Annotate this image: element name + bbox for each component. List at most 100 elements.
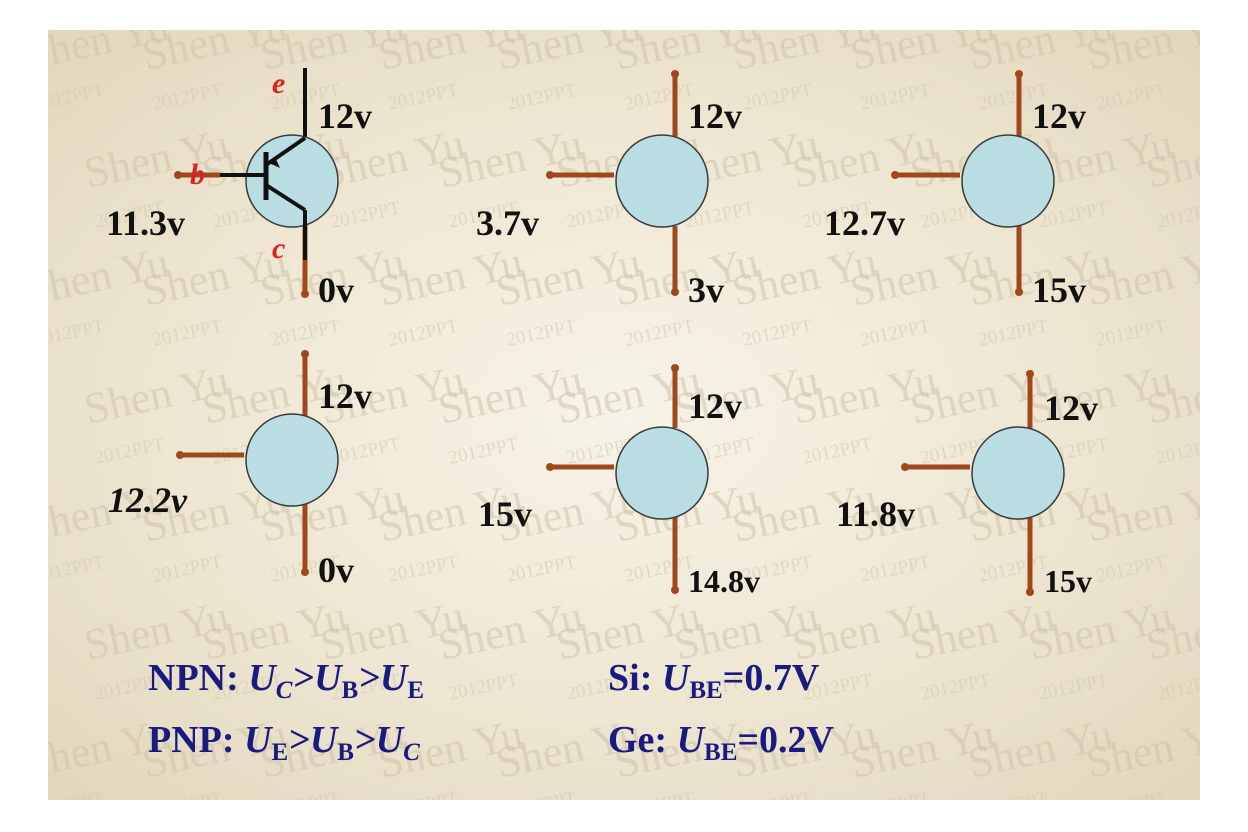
transistor-6: 12v 11.8v 15v: [836, 370, 1098, 599]
transistor-4: 12v 12.2v 0v: [108, 350, 372, 590]
watermark-text: 2012PPT: [151, 552, 225, 587]
watermark-text: 2012PPT: [977, 552, 1051, 587]
watermark-text: 2012PPT: [859, 316, 933, 351]
transistor-body: [245, 413, 339, 507]
lead-end-dot: [671, 364, 679, 372]
pin-e-label: e: [272, 67, 285, 100]
watermark-text: 2012PPT: [859, 552, 933, 587]
lead-end-dot: [546, 463, 554, 471]
top-voltage-label: 12v: [688, 386, 742, 426]
watermark-text: 2012PPT: [623, 552, 697, 587]
watermark-text: 2012PPT: [741, 788, 815, 800]
lead-end-dot: [1026, 588, 1034, 596]
bottom-voltage-label: 0v: [318, 550, 354, 590]
transistor-body: [615, 426, 709, 520]
base-voltage-label: 15v: [478, 494, 532, 534]
watermark-text: 2012PPT: [387, 316, 461, 351]
lead-end-dot: [301, 568, 309, 576]
bottom-voltage-label: 15v: [1032, 270, 1086, 310]
watermark-text: 2012PPT: [48, 80, 107, 115]
watermark-text: 2012PPT: [505, 552, 579, 587]
collector-wire: [264, 183, 307, 212]
lead-end-dot: [176, 451, 184, 459]
watermark-text: 2012PPT: [48, 788, 107, 800]
lead-end-dot: [901, 463, 909, 471]
watermark-text: 2012PPT: [329, 198, 403, 233]
lead-end-dot: [671, 70, 679, 78]
si-rule: Si: UBE=0.7V: [608, 657, 820, 704]
top-voltage-label: 12v: [688, 96, 742, 136]
base-voltage-label: 11.8v: [836, 494, 915, 534]
watermark-text: 2012PPT: [387, 80, 461, 115]
transistor-5: 12v 15v 14.8v: [478, 364, 760, 599]
transistor-body: [971, 426, 1065, 520]
top-voltage-label: 12v: [1032, 96, 1086, 136]
emitter-arrow-icon: [269, 157, 280, 168]
base-voltage-label: 12.2v: [108, 480, 188, 520]
watermark-text: 2012PPT: [1095, 316, 1169, 351]
watermark-text: 2012PPT: [977, 788, 1051, 800]
top-voltage-label: 12v: [1044, 388, 1098, 428]
watermark-text: Shen Yu: [1082, 30, 1200, 80]
watermark-text: 2012PPT: [1037, 670, 1111, 705]
npn-rule: NPN: UC>UB>UE: [148, 657, 424, 704]
watermark-text: 2012PPT: [93, 434, 167, 469]
watermark-text: 2012PPT: [859, 788, 933, 800]
transistor-body: [961, 134, 1055, 228]
pin-c-label: c: [272, 232, 285, 265]
base-voltage-label: 3.7v: [476, 203, 539, 243]
lead-end-dot: [671, 288, 679, 296]
lead-end-dot: [1015, 288, 1023, 296]
watermark-text: 2012PPT: [1155, 434, 1200, 469]
pnp-rule: PNP: UE>UB>UC: [148, 719, 420, 766]
watermark-text: 2012PPT: [1095, 788, 1169, 800]
watermark-text: 2012PPT: [1155, 198, 1200, 233]
watermark-text: 2012PPT: [505, 80, 579, 115]
watermark-text: 2012PPT: [977, 316, 1051, 351]
watermark-text: 2012PPT: [269, 316, 343, 351]
lead-end-dot: [546, 171, 554, 179]
watermark-text: 2012PPT: [447, 434, 521, 469]
lead-end-dot: [671, 586, 679, 594]
lead-end-dot: [1015, 70, 1023, 78]
watermark-text: 2012PPT: [151, 316, 225, 351]
base-voltage-label: 12.7v: [824, 203, 905, 243]
transistor-body: [615, 134, 709, 228]
watermark-text: 2012PPT: [919, 670, 993, 705]
watermark-text: 2012PPT: [151, 788, 225, 800]
watermark-text: 2012PPT: [1095, 552, 1169, 587]
lead-end-dot: [301, 290, 309, 298]
bottom-voltage-label: 15v: [1044, 563, 1092, 599]
transistor-body: [245, 134, 339, 228]
watermark-text: 2012PPT: [623, 788, 697, 800]
transistor-1: e b c 12v 11.3v 0v: [106, 67, 372, 310]
watermark-text: 2012PPT: [741, 80, 815, 115]
bottom-voltage-label: 3v: [688, 270, 724, 310]
ge-rule: Ge: UBE=0.2V: [608, 719, 835, 766]
watermark-text: 2012PPT: [505, 316, 579, 351]
watermark-text: 2012PPT: [1095, 80, 1169, 115]
watermark-text: 2012PPT: [1155, 670, 1200, 705]
bottom-voltage-label: 0v: [318, 270, 354, 310]
watermark-text: 2012PPT: [387, 788, 461, 800]
watermark-text: 2012PPT: [741, 316, 815, 351]
watermark-text: 2012PPT: [151, 80, 225, 115]
watermark-text: 2012PPT: [505, 788, 579, 800]
transistor-3: 12v 12.7v 15v: [824, 70, 1086, 310]
watermark-text: 2012PPT: [387, 552, 461, 587]
top-voltage-label: 12v: [318, 96, 372, 136]
watermark-text: 2012PPT: [801, 434, 875, 469]
watermark-text: 2012PPT: [623, 80, 697, 115]
watermark-text: 2012PPT: [859, 80, 933, 115]
watermark-text: 2012PPT: [48, 552, 107, 587]
bottom-voltage-label: 14.8v: [688, 563, 760, 599]
pnp-label: PNP:: [148, 719, 235, 761]
lead-end-dot: [891, 171, 899, 179]
lead-end-dot: [174, 171, 182, 179]
watermark-text: 2012PPT: [447, 670, 521, 705]
watermark-text: 2012PPT: [329, 434, 403, 469]
lead-end-dot: [301, 350, 309, 358]
watermark-text: 2012PPT: [269, 788, 343, 800]
